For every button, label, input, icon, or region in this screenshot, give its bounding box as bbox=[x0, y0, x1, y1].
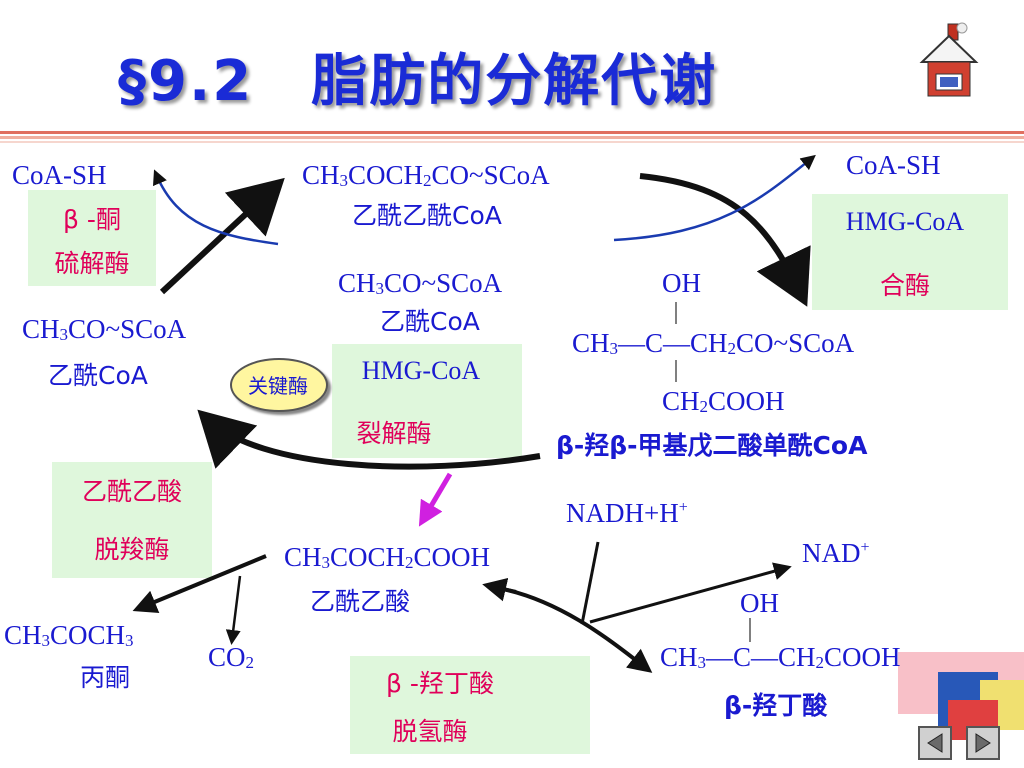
thick-arrow-acetyl-to-acetoacetyl bbox=[159, 177, 285, 295]
highlight-arrow bbox=[418, 472, 453, 527]
divider-line bbox=[0, 141, 1024, 143]
enzyme-hmg-synthase-line2: 合酶 bbox=[879, 271, 930, 300]
enzyme-box-hmg-synthase bbox=[812, 194, 1008, 310]
key-enzyme-bubble bbox=[230, 358, 328, 412]
nad-arrow bbox=[589, 562, 792, 624]
enzyme-hmg-synthase-line1: HMG-CoA bbox=[845, 207, 965, 236]
next-slide-button[interactable] bbox=[966, 726, 1000, 760]
nadh-label: NADH+H+ bbox=[566, 498, 688, 528]
enzyme-box-decarboxylase bbox=[52, 462, 212, 578]
reversible-arrow-acetoacetate-hydroxybutyrate bbox=[482, 577, 653, 673]
coa-sh-release-curve bbox=[152, 169, 279, 246]
page-title: §9.2 脂肪的分解代谢 bbox=[118, 49, 718, 114]
thick-arrow-hmg-to-acetyl bbox=[197, 409, 541, 470]
enzyme-hmg-lyase-line2: 裂解酶 bbox=[356, 419, 432, 448]
acetyl-coa-left-name: 乙酰CoA bbox=[48, 361, 148, 390]
arrow-to-co2 bbox=[225, 575, 242, 645]
acetyl-coa-mid-name: 乙酰CoA bbox=[380, 307, 480, 336]
prev-arrow-icon bbox=[927, 733, 943, 753]
co2-label: CO2 bbox=[208, 642, 255, 672]
nadh-line bbox=[580, 541, 600, 625]
enzyme-box-dehydrogenase bbox=[350, 656, 590, 754]
divider-line bbox=[0, 131, 1024, 134]
coa-sh-right: CoA-SH bbox=[846, 150, 941, 180]
acetoacetyl-coa-formula: CH3COCH2CO~SCoA bbox=[302, 160, 550, 190]
acetone-formula: CH3COCH3 bbox=[4, 620, 134, 650]
acetoacetate-name: 乙酰乙酸 bbox=[310, 587, 411, 616]
enzyme-box-thiolase bbox=[28, 190, 156, 286]
enzyme-dehydrogenase-line2: 脱氢酶 bbox=[392, 717, 468, 746]
acetyl-coa-mid-formula: CH3CO~SCoA bbox=[338, 268, 503, 298]
house-icon[interactable] bbox=[918, 20, 980, 100]
enzyme-thiolase-line1: β -酮 bbox=[63, 205, 121, 234]
hmg-branch: CH2COOH bbox=[662, 386, 785, 416]
next-arrow-icon bbox=[975, 733, 991, 753]
hydroxybutyrate-oh: OH bbox=[740, 588, 779, 618]
thick-arrow-to-hmg bbox=[639, 173, 811, 307]
key-enzyme-label: 关键酶 bbox=[248, 374, 308, 398]
hmg-oh: OH bbox=[662, 268, 701, 298]
prev-slide-button[interactable] bbox=[918, 726, 952, 760]
enzyme-decarboxylase-line2: 脱羧酶 bbox=[94, 535, 170, 564]
enzyme-thiolase-line2: 硫解酶 bbox=[54, 249, 130, 278]
enzyme-decarboxylase-line1: 乙酰乙酸 bbox=[81, 477, 182, 506]
enzyme-box-hmg-lyase bbox=[332, 344, 522, 458]
acetoacetate-formula: CH3COCH2COOH bbox=[284, 542, 491, 572]
bond-lines bbox=[675, 302, 751, 642]
coa-sh-left: CoA-SH bbox=[12, 160, 107, 190]
enzyme-dehydrogenase-line1: β -羟丁酸 bbox=[386, 669, 494, 698]
coa-sh-right-curve bbox=[613, 154, 816, 242]
hmg-coa-name: β-羟β-甲基戊二酸单酰CoA bbox=[556, 431, 868, 460]
enzyme-hmg-lyase-line1: HMG-CoA bbox=[361, 356, 481, 385]
arrow-to-acetone bbox=[132, 554, 267, 613]
hmg-coa-formula: CH3—C—CH2CO~SCoA bbox=[572, 328, 855, 358]
hydroxybutyrate-name: β-羟丁酸 bbox=[724, 691, 828, 720]
acetyl-coa-left-formula: CH3CO~SCoA bbox=[22, 314, 187, 344]
acetone-name: 丙酮 bbox=[80, 663, 131, 692]
hydroxybutyrate-formula: CH3—C—CH2COOH bbox=[660, 642, 901, 672]
divider-line bbox=[0, 136, 1024, 139]
acetoacetyl-coa-name: 乙酰乙酰CoA bbox=[352, 201, 502, 230]
nad-label: NAD+ bbox=[802, 538, 870, 568]
